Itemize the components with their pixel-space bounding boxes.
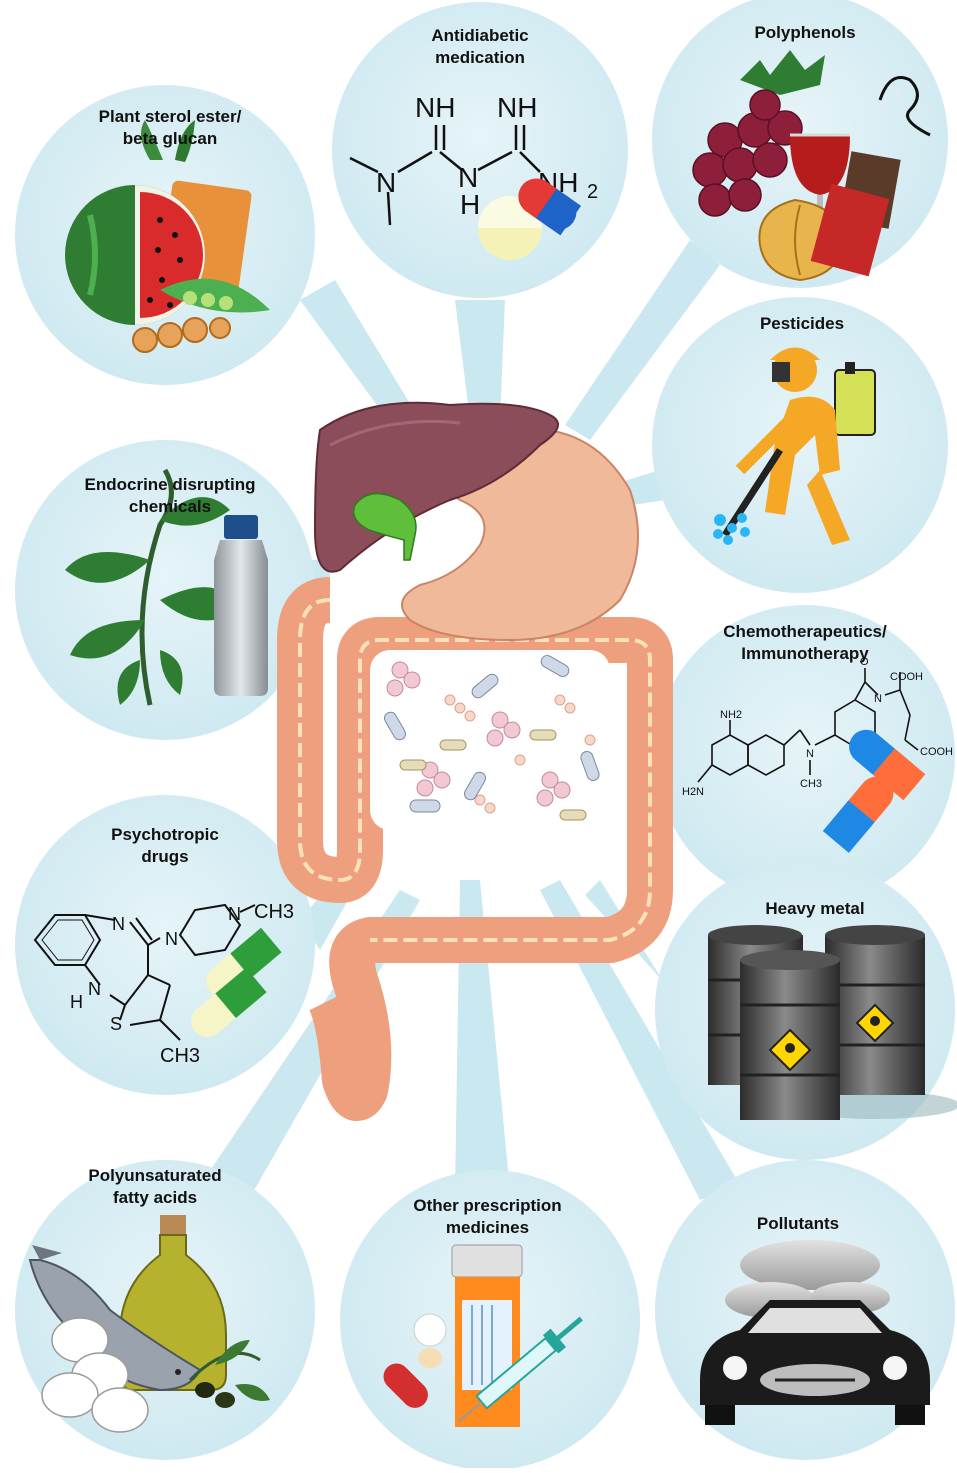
label-pufa: Polyunsaturated fatty acids: [55, 1165, 255, 1209]
label-plant-sterol: Plant sterol ester/ beta glucan: [70, 106, 270, 150]
olanzapine-ch3-bottom: CH3: [160, 1045, 200, 1067]
olanzapine-n3: N: [228, 904, 241, 924]
metformin-subscript: 2: [587, 181, 598, 203]
metformin-nh2: NH: [497, 92, 537, 123]
methotrexate-h2n: H2N: [682, 786, 704, 798]
methotrexate-cooh-top: COOH: [890, 671, 923, 683]
olanzapine-s: S: [110, 1014, 122, 1034]
label-chemo: Chemotherapeutics/ Immunotherapy: [700, 621, 910, 665]
label-other-rx: Other prescription medicines: [380, 1195, 595, 1239]
methotrexate-nh2: NH2: [720, 709, 742, 721]
metformin-n1: N: [376, 167, 396, 198]
label-heavy-metal: Heavy metal: [715, 898, 915, 920]
olanzapine-n1: N: [112, 914, 125, 934]
methotrexate-nh: N: [874, 693, 882, 705]
methotrexate-ch3: CH3: [800, 778, 822, 790]
bottle-icon: [214, 515, 268, 696]
label-polyphenols: Polyphenols: [705, 22, 905, 44]
metformin-nh1: NH: [415, 92, 455, 123]
ray-antidiabetic: [455, 300, 505, 420]
label-endocrine: Endocrine disrupting chemicals: [60, 474, 280, 518]
label-pollutants: Pollutants: [698, 1213, 898, 1235]
methotrexate-n: N: [806, 748, 814, 760]
olanzapine-ch3-top: CH3: [254, 901, 294, 923]
olanzapine-h: H: [70, 992, 83, 1012]
label-psychotropic: Psychotropic drugs: [65, 824, 265, 868]
label-antidiabetic: Antidiabetic medication: [380, 25, 580, 69]
metformin-h: H: [460, 189, 480, 220]
bacteria-cluster: [370, 650, 610, 830]
label-pesticides: Pesticides: [702, 313, 902, 335]
olanzapine-n4: N: [88, 979, 101, 999]
methotrexate-cooh-side: COOH: [920, 746, 953, 758]
olanzapine-n2: N: [165, 929, 178, 949]
barrel-icon: [708, 925, 957, 1120]
